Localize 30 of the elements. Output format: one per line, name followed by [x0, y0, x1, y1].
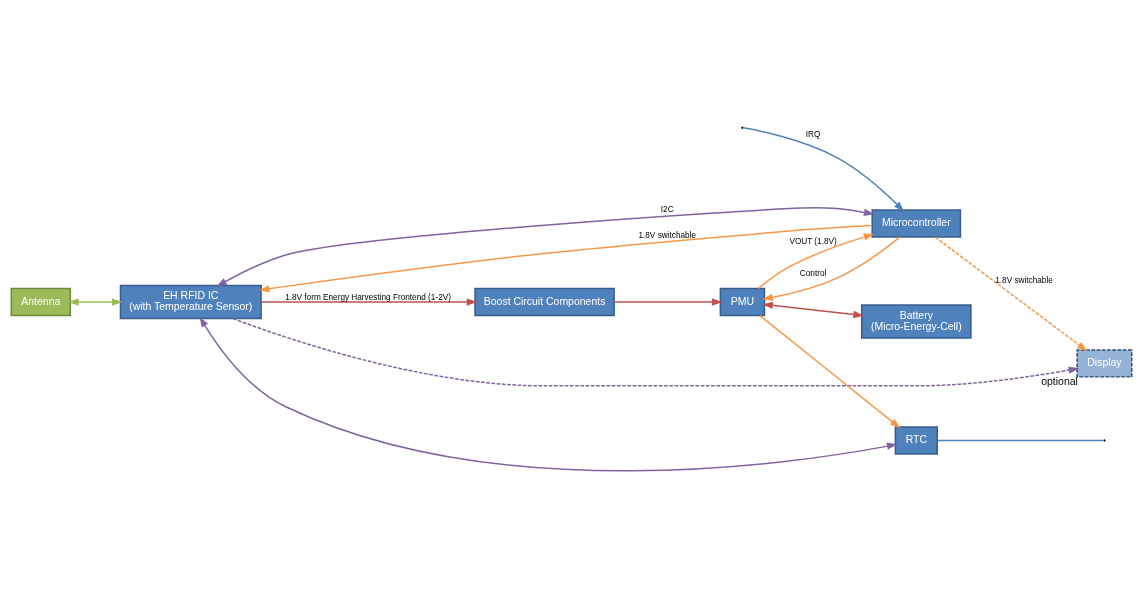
- arrow: [934, 236, 1088, 352]
- edge-label: I2C: [660, 205, 674, 215]
- arrow: [613, 298, 723, 306]
- arrow: [68, 298, 123, 306]
- edge-label: IRQ: [805, 129, 821, 139]
- node-box: Display: [1076, 349, 1133, 378]
- arrow: [258, 224, 873, 293]
- node-box: RTC: [894, 426, 938, 455]
- arrow: [260, 298, 478, 306]
- arrow: [759, 314, 901, 429]
- edge-label: 1.8V switchable: [638, 230, 697, 240]
- node-box: EH RFID IC (with Temperature Sensor): [119, 284, 262, 320]
- node-box: Boost Circuit Components: [474, 287, 615, 317]
- edge-label: 1.8V switchable: [995, 276, 1053, 286]
- arrow: [199, 316, 898, 472]
- arrow: [742, 127, 905, 212]
- node-box: Battery (Micro-Energy-Cell): [860, 304, 972, 339]
- node-box: Antenna: [10, 287, 72, 317]
- node-box: Microcontroller: [871, 209, 962, 238]
- arrow: [216, 206, 875, 287]
- arrow: [762, 236, 901, 301]
- arrow: [232, 317, 1080, 387]
- arrow: [757, 233, 875, 290]
- node-label: optional: [1041, 376, 1078, 388]
- edge-label: 1.8V form Energy Harvesting Frontend (1-2V): [285, 292, 451, 302]
- arrow: [762, 301, 864, 319]
- edge-label: Control: [799, 268, 827, 278]
- edge-label: VOUT (1.8V): [789, 237, 837, 247]
- node-box: PMU: [719, 287, 766, 317]
- connector: [936, 439, 1105, 442]
